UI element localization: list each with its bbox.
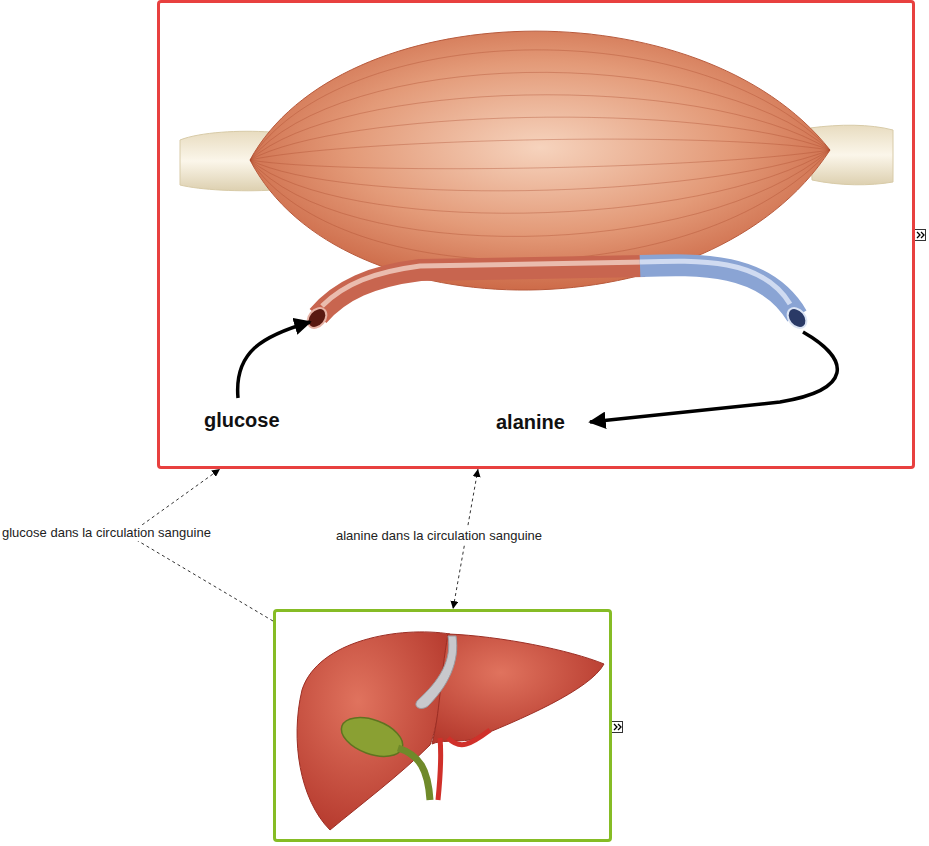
alanine-arrow	[590, 332, 837, 422]
artery-highlight	[322, 262, 645, 306]
liver-left-lobe	[432, 634, 604, 744]
node-label: alanine	[496, 411, 565, 433]
muscle-box: glucose alanine	[157, 0, 915, 469]
artery-opening	[304, 304, 330, 331]
expand-icon	[612, 722, 623, 733]
vein	[640, 265, 797, 316]
bile-duct	[398, 748, 430, 800]
artery	[318, 266, 645, 316]
expand-icon	[915, 230, 926, 241]
muscle-fibres	[250, 50, 830, 260]
glucose-arrow	[238, 322, 310, 398]
liver-box	[273, 609, 612, 842]
connector-label: glucose dans la circulation sanguine	[2, 525, 211, 540]
muscle-belly	[250, 31, 830, 290]
connector-label: alanine dans la circulation sanguine	[336, 528, 542, 543]
dashed-connector	[128, 469, 273, 621]
vein-opening	[784, 304, 810, 331]
hepatic-artery	[438, 730, 490, 800]
connector-label-box: glucose dans la circulation sanguine	[0, 525, 213, 541]
vein-highlight	[640, 261, 790, 304]
liver-right-lobe	[297, 632, 450, 830]
liver-ligament	[416, 636, 457, 708]
gallbladder	[336, 710, 408, 764]
connector-label-box: alanine dans la circulation sanguine	[334, 528, 544, 544]
node-label: glucose	[204, 409, 280, 431]
